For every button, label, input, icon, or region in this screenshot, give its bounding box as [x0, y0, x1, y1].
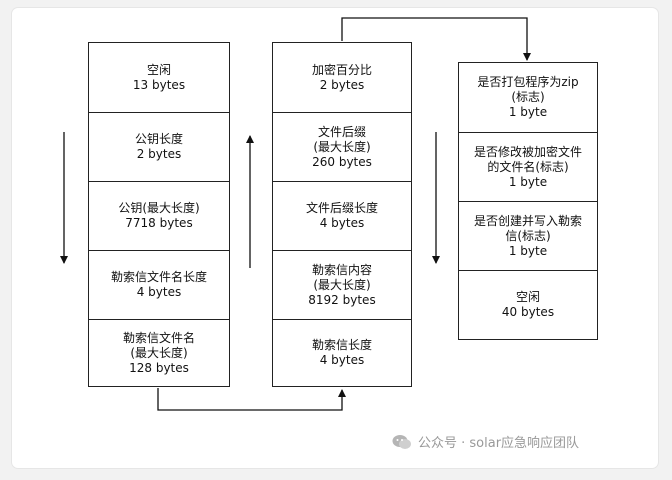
cell-encryption-percent: 加密百分比 2 bytes	[311, 62, 372, 92]
cell-file-extension-length: 文件后缀长度 4 bytes	[273, 181, 411, 250]
memory-column-2: 加密百分比 2 bytes 文件后缀 (最大长度) 260 bytes 文件后缀…	[272, 42, 412, 387]
cell-free-40-bytes: 空闲 40 bytes	[459, 270, 597, 339]
cell-file-extension: 文件后缀 (最大长度) 260 bytes	[273, 112, 411, 181]
cell-free-13-bytes: 空闲 13 bytes	[132, 62, 186, 92]
cell-ransom-note-filename: 勒索信文件名 (最大长度) 128 bytes	[89, 319, 229, 386]
cell-ransom-note-filename-length: 勒索信文件名长度 4 bytes	[89, 250, 229, 319]
cell-ransom-note-length: 勒索信长度 4 bytes	[273, 319, 411, 386]
watermark: 公众号 · solar应急响应团队	[392, 432, 579, 451]
cell-zip-flag: 是否打包程序为zip (标志) 1 byte	[477, 75, 579, 119]
cell-ransom-note-content: 勒索信内容 (最大长度) 8192 bytes	[273, 250, 411, 319]
connector-column-2-to-column-3	[341, 17, 531, 61]
cell-rename-flag: 是否修改被加密文件 的文件名(标志) 1 byte	[459, 132, 597, 201]
watermark-text: 公众号 · solar应急响应团队	[418, 436, 580, 451]
cell-ransom-note-flag: 是否创建并写入勒索 信(标志) 1 byte	[459, 201, 597, 270]
wechat-icon	[392, 434, 412, 450]
cell-public-key-length: 公钥长度 2 bytes	[89, 112, 229, 181]
connector-column-1-to-column-2	[157, 388, 346, 411]
memory-column-1: 空闲 13 bytes 公钥长度 2 bytes 公钥(最大长度) 7718 b…	[88, 42, 230, 387]
cell-public-key: 公钥(最大长度) 7718 bytes	[89, 181, 229, 250]
memory-column-3: 是否打包程序为zip (标志) 1 byte 是否修改被加密文件 的文件名(标志…	[458, 62, 598, 340]
